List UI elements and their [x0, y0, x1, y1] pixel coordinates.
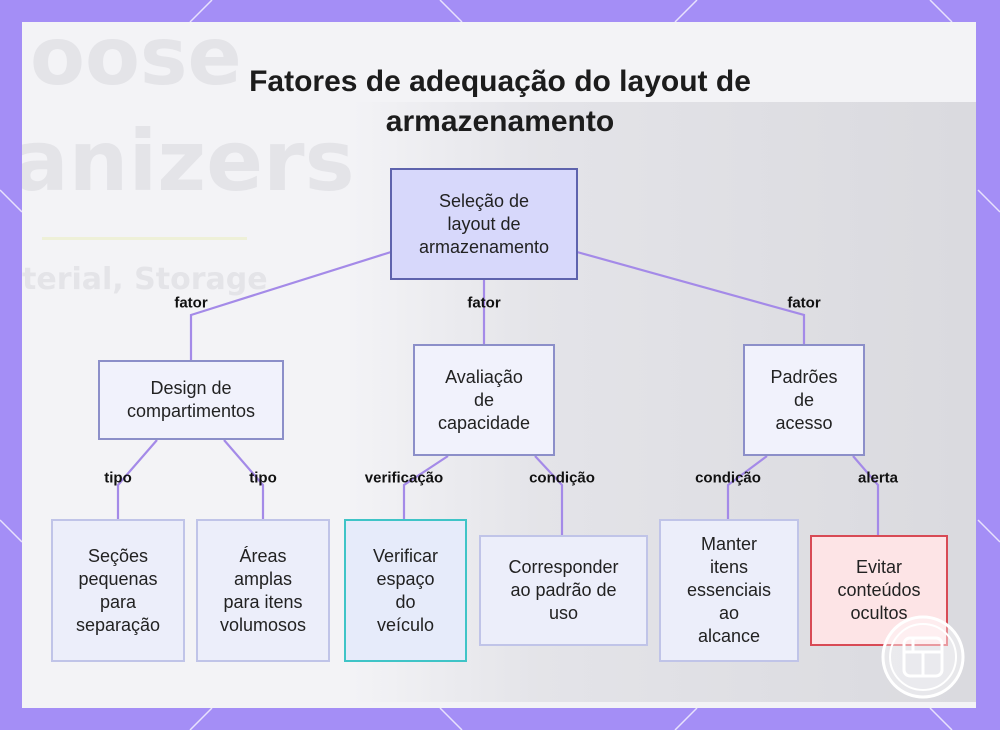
edge-label-tipo-right: tipo: [249, 470, 277, 487]
edge-label-condicao-right: condição: [695, 470, 761, 487]
edge-label-tipo-left: tipo: [104, 470, 132, 487]
layout-grid-icon: [880, 614, 966, 700]
connector-padroes-manter: [728, 456, 767, 519]
edge-label-fator-mid: fator: [467, 295, 500, 312]
connector-padroes-evitar: [853, 456, 878, 535]
edge-label-fator-right: fator: [787, 295, 820, 312]
connector-avaliacao-corresponder: [535, 456, 562, 535]
edge-label-alerta: alerta: [858, 470, 898, 487]
connector-root-design: [191, 252, 391, 360]
edge-label-verificacao: verificação: [365, 470, 443, 487]
edge-label-fator-left: fator: [174, 295, 207, 312]
edge-label-condicao-mid: condição: [529, 470, 595, 487]
connector-root-padroes: [577, 252, 804, 344]
connector-avaliacao-verificar: [404, 456, 448, 519]
